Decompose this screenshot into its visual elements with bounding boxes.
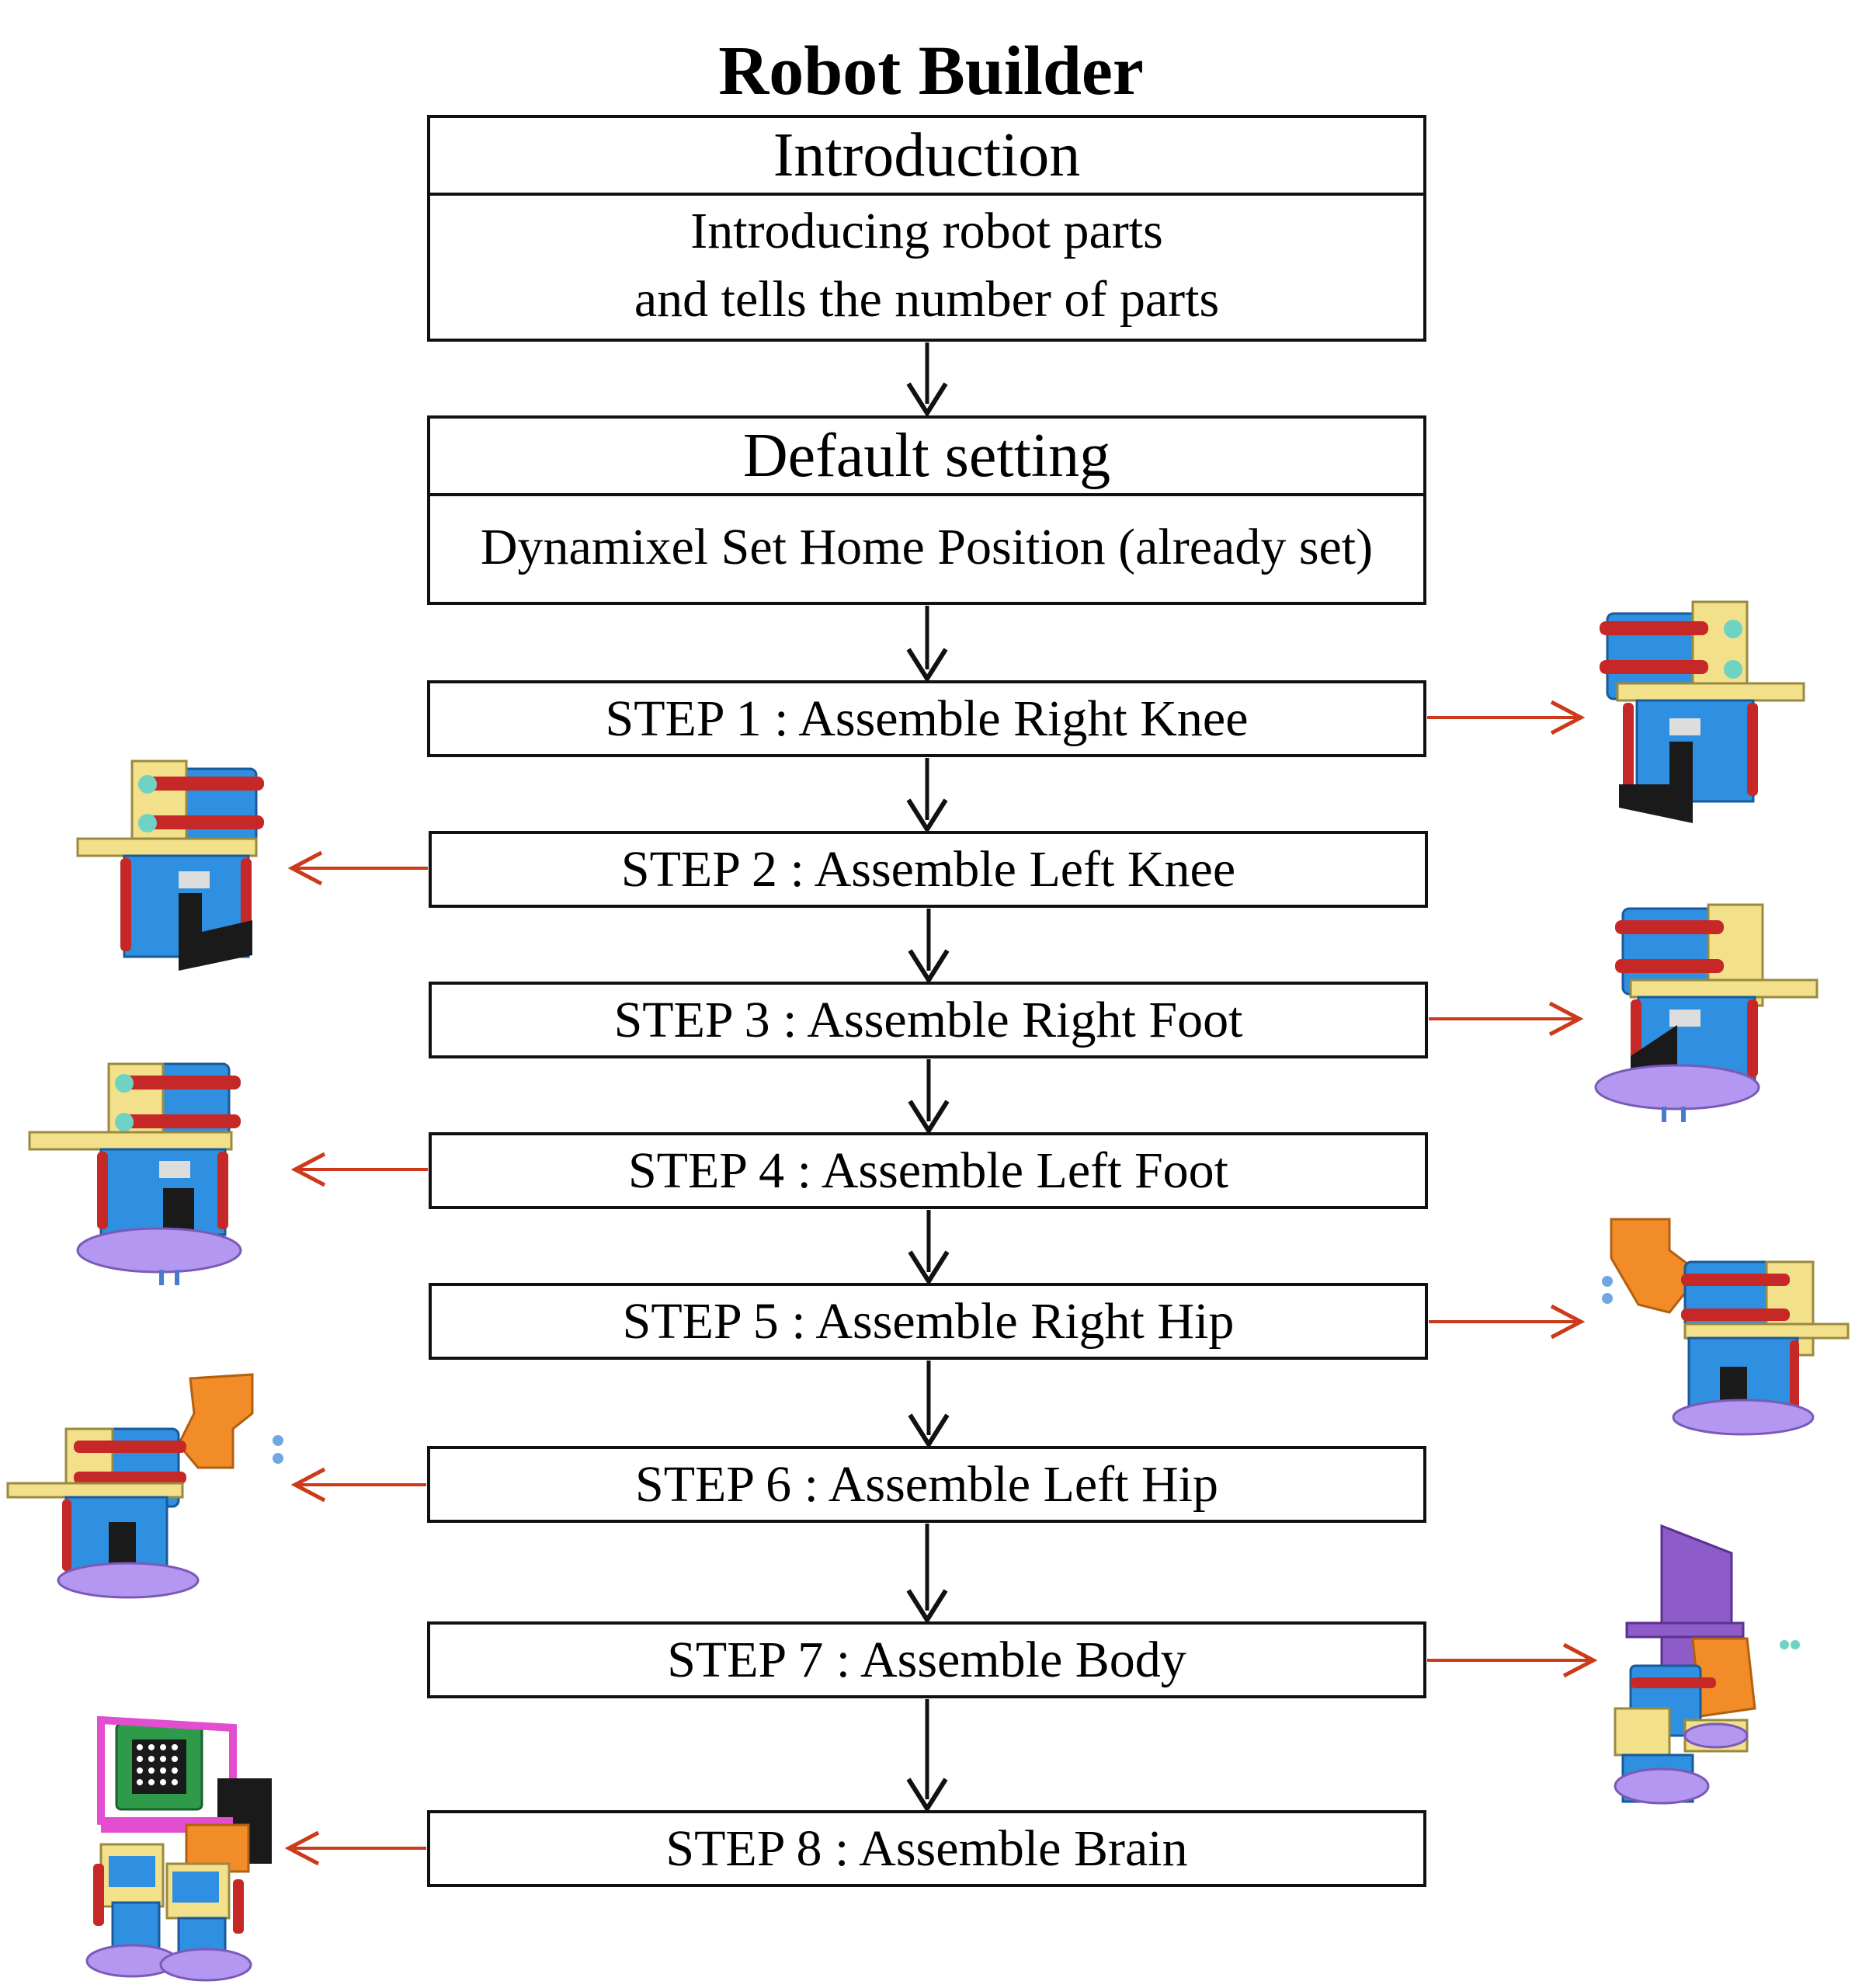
left-foot-illustration — [28, 1062, 242, 1285]
flow-arrow-step6-to-step7 — [906, 1524, 948, 1625]
step-2-box: STEP 2 : Assemble Left Knee — [429, 831, 1428, 908]
step-6-box: STEP 6 : Assemble Left Hip — [427, 1446, 1426, 1523]
flow-arrow-default-to-step1 — [906, 606, 948, 683]
side-arrow-step5 — [1429, 1304, 1586, 1340]
introduction-box: Introduction Introducing robot parts and… — [427, 115, 1426, 342]
step-3-box: STEP 3 : Assemble Right Foot — [429, 982, 1428, 1058]
flow-arrow-step7-to-step8 — [906, 1699, 948, 1813]
flow-arrow-intro-to-default — [906, 342, 948, 418]
side-arrow-step7 — [1427, 1642, 1598, 1678]
flow-arrow-step4-to-step5 — [908, 1210, 950, 1286]
flow-arrow-step1-to-step2 — [906, 758, 948, 834]
side-arrow-step4 — [290, 1152, 428, 1187]
default-setting-heading: Default setting — [430, 419, 1423, 496]
flow-arrow-step2-to-step3 — [908, 909, 950, 985]
default-setting-text: Dynamixel Set Home Position (already set… — [480, 519, 1374, 575]
side-arrow-step1 — [1427, 700, 1586, 735]
default-setting-box: Default setting Dynamixel Set Home Posit… — [427, 415, 1426, 605]
right-knee-illustration — [1600, 600, 1805, 823]
introduction-line-2: and tells the number of parts — [634, 271, 1220, 328]
introduction-line-1: Introducing robot parts — [690, 203, 1163, 259]
diagram-title: Robot Builder — [718, 33, 1144, 109]
side-arrow-step3 — [1429, 1001, 1584, 1037]
side-arrow-step6 — [290, 1467, 426, 1503]
right-foot-illustration — [1594, 903, 1819, 1122]
right-hip-illustration — [1602, 1218, 1850, 1436]
flow-arrow-step3-to-step4 — [908, 1059, 950, 1135]
step-4-box: STEP 4 : Assemble Left Foot — [429, 1132, 1428, 1209]
left-knee-illustration — [76, 759, 264, 971]
side-arrow-step8 — [284, 1830, 426, 1866]
introduction-heading: Introduction — [430, 118, 1423, 196]
body-illustration — [1614, 1524, 1800, 1805]
flow-arrow-step5-to-step6 — [908, 1361, 950, 1449]
introduction-description: Introducing robot parts and tells the nu… — [430, 193, 1423, 339]
left-hip-illustration — [6, 1373, 283, 1599]
side-arrow-step2 — [287, 850, 428, 886]
brain-illustration — [85, 1715, 272, 1982]
default-setting-body: Dynamixel Set Home Position (already set… — [430, 493, 1423, 602]
